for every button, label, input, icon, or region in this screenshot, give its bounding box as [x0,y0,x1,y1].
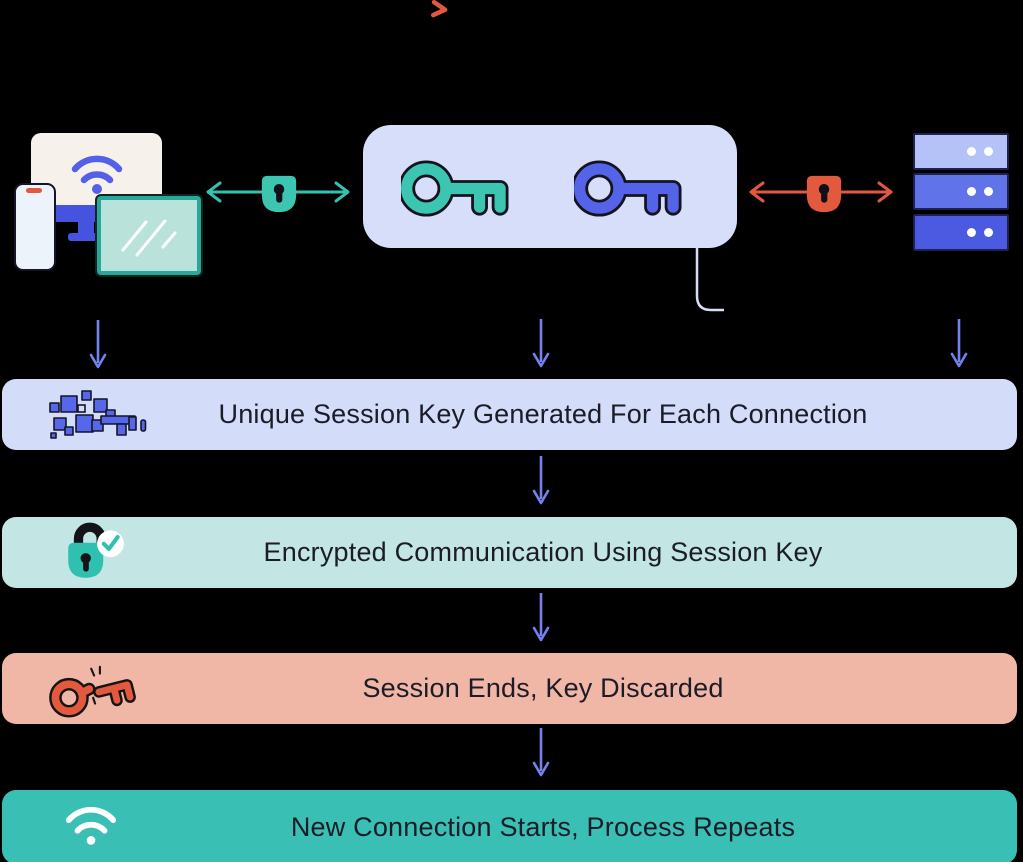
lock-check-icon [68,522,124,578]
pixelated-key-icon [49,390,147,439]
server-led [967,228,976,237]
orange-lock-icon [806,175,842,213]
step-banner-session-key-generated: Unique Session Key Generated For Each Co… [2,379,1017,450]
monitor-stand [78,221,94,234]
server-unit-1 [913,133,1009,170]
phone-notch [26,188,42,193]
down-arrow [950,319,968,368]
step-banner-session-ends: Session Ends, Key Discarded [2,653,1017,724]
server-led [967,187,976,196]
monitor-base [68,233,102,241]
smartphone [14,183,56,271]
blue-key-icon [574,160,682,217]
banner-label: Session Ends, Key Discarded [362,673,724,703]
tablet-glare [121,219,177,257]
down-arrow [532,728,550,777]
banner-label: New Connection Starts, Process Repeats [290,811,796,842]
step-banner-encrypted-communication: Encrypted Communication Using Session Ke… [2,517,1017,588]
down-arrow [532,319,550,368]
down-arrow [532,593,550,642]
server-led [967,147,976,156]
banner-label: Unique Session Key Generated For Each Co… [218,399,868,429]
wifi-icon [65,806,117,845]
teal-key-icon [401,160,509,217]
server-led [984,187,993,196]
down-arrow [532,456,550,505]
wifi-icon [71,155,123,194]
tablet [97,196,201,275]
teal-lock-icon [261,175,297,213]
broken-key-icon [49,665,136,718]
server-unit-2 [913,173,1009,210]
banner-label: Encrypted Communication Using Session Ke… [263,537,823,567]
step-banner-new-connection: New Connection Starts, Process Repeats [2,790,1017,862]
orange-chevron-right-icon [430,0,448,18]
keys-box-connector-line [695,248,724,312]
server-unit-3 [913,214,1009,251]
server-led [984,228,993,237]
server-led [984,147,993,156]
down-arrow [89,320,107,369]
